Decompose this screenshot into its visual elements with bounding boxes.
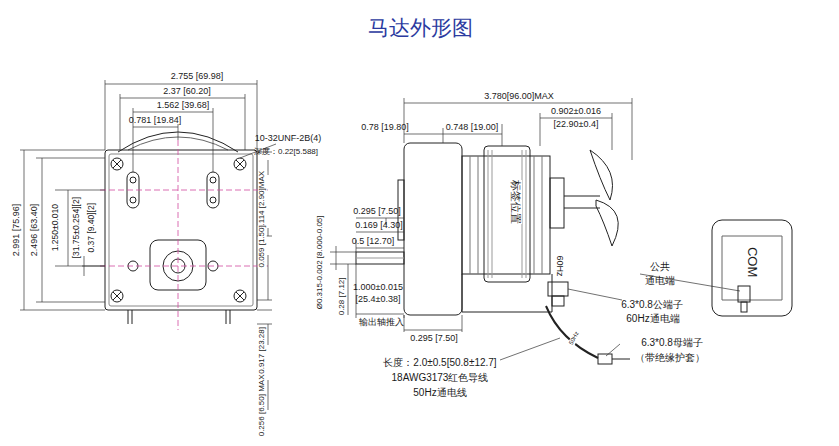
dimension-label: 18AWG3173红色导线 bbox=[392, 372, 489, 383]
dimension-label: [31.75±0.254][2] bbox=[72, 197, 81, 258]
com-terminal-view bbox=[712, 220, 792, 316]
dimension-label: 2.496 [63.40] bbox=[30, 204, 40, 257]
dimension-label: [22.90±0.4] bbox=[554, 120, 599, 130]
dimension-label: 0.28 [7.12] bbox=[338, 277, 347, 315]
dimension-label: 50Hz bbox=[568, 330, 580, 345]
dimension-label: 0.059 [1.50] bbox=[258, 225, 267, 267]
dimension-label: 1.000±0.015 bbox=[353, 283, 403, 293]
dimension-label: 输出轴推入 bbox=[359, 318, 404, 328]
dimension-label: 0.37 [9.40][2] bbox=[87, 203, 96, 253]
dimension-label: 深度：0.22[5.588] bbox=[254, 148, 318, 157]
dimension-label: 10-32UNF-2B(4) bbox=[255, 134, 322, 144]
dimension-label: 1.250±0.010 bbox=[51, 204, 60, 251]
dimension-label: 60Hz bbox=[555, 255, 565, 276]
center-lines bbox=[100, 140, 270, 330]
side-dimensions bbox=[330, 98, 740, 360]
dimension-label: 标签位置 bbox=[510, 180, 522, 224]
dimension-label: 2.755 [69.98] bbox=[171, 72, 224, 82]
dimension-label: 6.3*0.8母端子 bbox=[641, 337, 703, 348]
dimension-label: 2.37 [60.20] bbox=[163, 87, 211, 97]
dimension-label: Ø0.315-0.002 [8.000-0.05] bbox=[316, 215, 325, 309]
dimension-label: 0.169 [4.30] bbox=[355, 221, 403, 231]
dimension-label: 0.114 [2.90]MAX bbox=[258, 170, 267, 229]
dimension-label: 0.781 [19.84] bbox=[129, 116, 182, 126]
front-view bbox=[105, 132, 257, 324]
dimension-label: 1.562 [39.68] bbox=[157, 101, 210, 111]
dimension-label: COM bbox=[745, 247, 759, 277]
dimension-label: 0.5 [12.70] bbox=[352, 237, 395, 247]
front-dimensions bbox=[20, 80, 276, 410]
title: 马达外形图 bbox=[368, 14, 473, 42]
dimension-label: 0.78 [19.80] bbox=[361, 123, 409, 133]
dimension-label: 0.748 [19.00] bbox=[446, 123, 499, 133]
dimension-label: 通电端 bbox=[645, 275, 675, 286]
dimension-label: 2.991 [75.96] bbox=[12, 204, 22, 257]
dimension-label: 0.256 [6.50] MAX bbox=[258, 374, 267, 436]
dimension-label: 50Hz通电线 bbox=[413, 387, 466, 398]
dimension-label: 3.780[96.00]MAX bbox=[484, 92, 554, 102]
dimension-label: 60Hz通电端 bbox=[626, 313, 679, 324]
dimension-label: 公共 bbox=[650, 261, 670, 272]
dimension-label: 0.295 [7.50] bbox=[410, 334, 458, 344]
side-view bbox=[356, 143, 630, 364]
dimension-label: [25.4±0.38] bbox=[356, 295, 401, 305]
dimension-label: 0.902±0.016 bbox=[551, 107, 601, 117]
dimension-label: 长度：2.0±0.5[50.8±12.7] bbox=[383, 357, 496, 368]
dimension-label: （带绝缘护套） bbox=[635, 352, 705, 363]
dimension-label: 0.295 [7.50] bbox=[353, 207, 401, 217]
dimension-label: 6.3*0.8公端子 bbox=[621, 299, 683, 310]
dimension-label: 0.917 [23.28] bbox=[258, 327, 267, 374]
